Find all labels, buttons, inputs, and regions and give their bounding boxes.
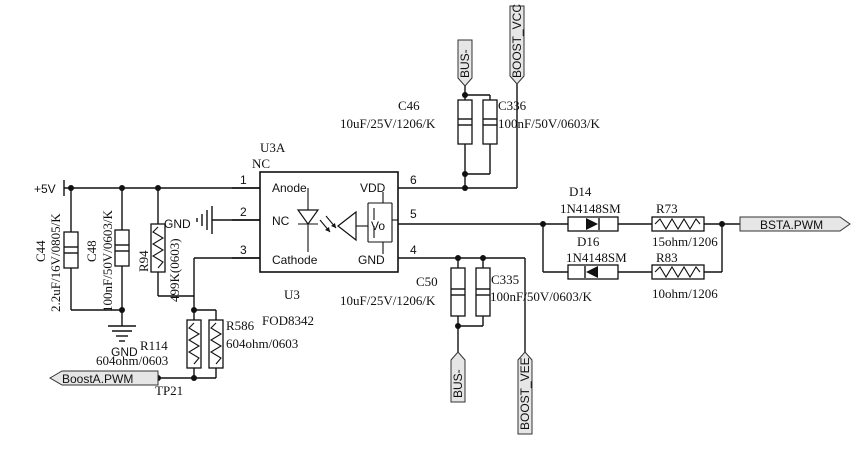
boosta-pwm-net: BoostA.PWM TP21: [49, 370, 216, 398]
d16-ref: D16: [577, 234, 600, 249]
resistor-r586: R586 604ohm/0603: [208, 310, 298, 378]
pin-cathode-label: Cathode: [272, 253, 318, 267]
pin-1: 1: [240, 173, 247, 187]
ic-ref: U3A: [260, 140, 286, 155]
resistor-r83: R83 10ohm/1206: [651, 250, 718, 301]
c48-value: 100nF/50V/0603/K: [100, 210, 115, 312]
cathode-net: [158, 257, 260, 313]
c336-ref: C336: [498, 98, 527, 113]
c46-value: 10uF/25V/1206/K: [340, 116, 436, 131]
boost-vcc-port: BOOST_VCC: [509, 4, 525, 85]
d14-value: 1N4148SM: [560, 201, 621, 216]
pin-gnd-label: GND: [358, 253, 385, 267]
optocoupler-u3a: U3A NC U3 FOD8342 1 2 3 6 5 4 Anode NC C…: [240, 140, 417, 328]
c336-value: 100nF/50V/0603/K: [498, 116, 600, 131]
gnd-symbol-left: GND: [71, 307, 138, 359]
c46-ref: C46: [398, 98, 420, 113]
net-boost-vee-label: BOOST_VEE: [518, 357, 532, 430]
ic-nc-top: NC: [252, 156, 270, 171]
net-boost-vcc-label: BOOST_VCC: [510, 4, 524, 78]
pin-4: 4: [410, 243, 417, 257]
capacitor-c336: C336 100nF/50V/0603/K: [482, 95, 600, 174]
diode-d16: D16 1N4148SM: [566, 234, 627, 280]
pin-5: 5: [410, 207, 417, 221]
resistor-r73: R73 15ohm/1206: [651, 201, 718, 249]
d14-ref: D14: [569, 184, 592, 199]
pin-anode-label: Anode: [272, 181, 307, 195]
boost-vee-port: BOOST_VEE: [517, 351, 533, 435]
c44-value: 2.2uF/16V/0805/K: [48, 213, 63, 312]
pin-6: 6: [410, 173, 417, 187]
capacitor-c44: C44 2.2uF/16V/0805/K: [33, 188, 79, 312]
pin-nc-label: NC: [272, 214, 290, 228]
tp21-label: TP21: [155, 383, 183, 398]
boosta-pwm-port: [49, 370, 159, 386]
net-bsta-pwm-label: BSTA.PWM: [760, 218, 823, 232]
net-gnd2-label: GND: [164, 217, 191, 231]
net-bus-top-label: BUS-: [458, 49, 472, 78]
c48-ref: C48: [84, 240, 99, 262]
p5v-rail: +5V: [34, 180, 260, 196]
r114-value: 604ohm/0603: [96, 353, 168, 368]
r73-value: 15ohm/1206: [652, 234, 718, 249]
capacitor-c50: C50 10uF/25V/1206/K: [340, 267, 466, 326]
c50-value: 10uF/25V/1206/K: [340, 293, 436, 308]
ic-ref2: U3: [284, 287, 300, 302]
c335-ref: C335: [491, 272, 519, 287]
c335-value: 100nF/50V/0603/K: [490, 289, 592, 304]
ic-part: FOD8342: [262, 313, 314, 328]
net-boosta-pwm-label: BoostA.PWM: [62, 372, 133, 386]
diode-d14: D14 1N4148SM: [560, 184, 621, 232]
bus-bottom-port: BUS-: [450, 351, 466, 403]
vdd-net: [398, 84, 518, 191]
net-bus-bottom-label: BUS-: [451, 369, 465, 398]
pin-vo-label: Vo: [371, 219, 385, 233]
c50-ref: C50: [416, 274, 438, 289]
r83-ref: R83: [656, 250, 678, 265]
r94-ref: R94: [136, 250, 151, 272]
net-p5v-label: +5V: [34, 182, 56, 196]
r94-value: 499K(0603): [167, 238, 182, 302]
output-stage-icon: [337, 192, 398, 254]
capacitor-c48: C48 100nF/50V/0603/K: [84, 188, 130, 312]
r83-value: 10ohm/1206: [652, 286, 718, 301]
led-icon: [296, 188, 337, 252]
c44-ref: C44: [33, 240, 48, 262]
r586-value: 604ohm/0603: [226, 336, 298, 351]
pin-2: 2: [240, 205, 247, 219]
bsta-pwm-port: BSTA.PWM: [739, 216, 851, 232]
r114-ref: R114: [140, 338, 168, 353]
bus-top-port: BUS-: [457, 39, 473, 87]
resistor-r94: R94 499K(0603): [136, 188, 182, 302]
d16-value: 1N4148SM: [566, 250, 627, 265]
r73-ref: R73: [656, 201, 678, 216]
capacitor-c46: C46 10uF/25V/1206/K: [340, 95, 473, 174]
capacitor-c335: C335 100nF/50V/0603/K: [475, 267, 592, 326]
pin-3: 3: [240, 243, 247, 257]
pin-vdd-label: VDD: [360, 181, 386, 195]
resistor-r114: R114 604ohm/0603: [96, 310, 202, 378]
r586-ref: R586: [226, 318, 255, 333]
net-gnd-label: GND: [111, 345, 138, 359]
